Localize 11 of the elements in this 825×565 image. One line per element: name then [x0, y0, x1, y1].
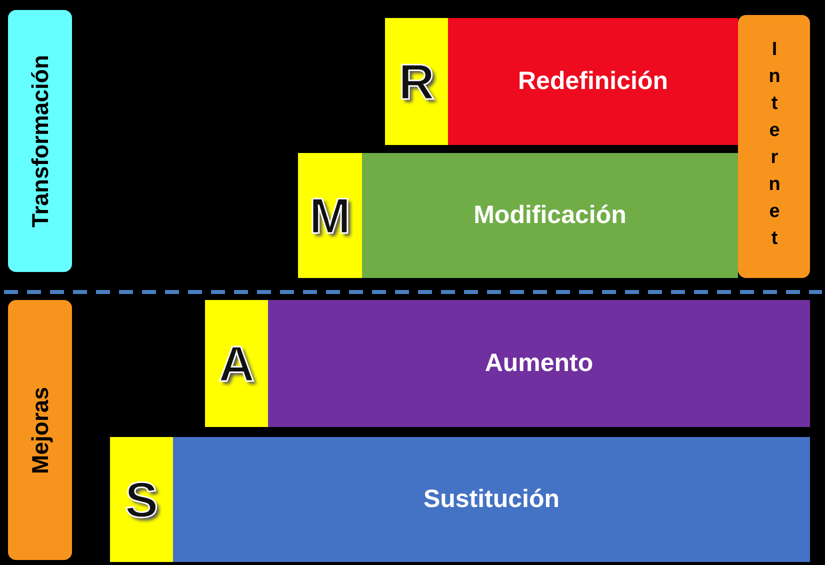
level-bar: Aumento: [268, 300, 810, 427]
category-label: Transformación: [8, 10, 72, 272]
level-letter: R: [385, 18, 448, 145]
level-bar: Sustitución: [173, 437, 810, 562]
level-letter: A: [205, 300, 268, 427]
level-bar: Modificación: [362, 153, 738, 278]
level-bar: Redefinición: [448, 18, 738, 145]
level-letter: S: [110, 437, 173, 562]
level-letter: M: [298, 153, 362, 278]
category-label: Mejoras: [8, 300, 72, 560]
vertical-label: Internet: [738, 15, 810, 278]
